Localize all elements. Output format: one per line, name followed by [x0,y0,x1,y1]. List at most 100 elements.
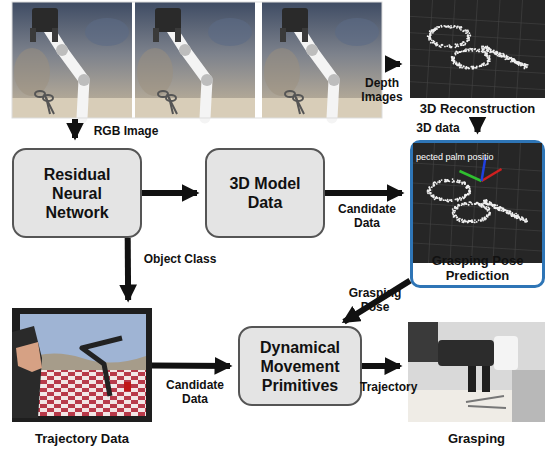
decor-shape [452,59,454,61]
decor-shape [465,194,467,196]
decor-shape [413,143,542,263]
decor-shape [430,192,432,194]
decor-shape [474,219,476,221]
decor-shape [462,30,464,32]
decor-shape [447,200,449,202]
panel-caption: Grasping Pose Prediction [413,253,542,283]
decor-shape [478,51,480,53]
decor-shape [467,34,469,36]
decor-shape [454,206,456,208]
decor-shape [456,216,458,218]
decor-shape [463,50,465,52]
decor-shape [485,64,487,66]
decor-shape [427,25,529,70]
decor-shape [480,219,482,221]
decor-shape [521,64,523,66]
decor-shape [525,64,527,66]
box-label: 3D Model Data [220,174,310,212]
decor-shape [485,202,487,204]
decor-shape [435,182,437,184]
decor-shape [524,65,526,67]
decor-shape [518,216,520,218]
decor-shape [499,207,501,209]
decor-shape [482,157,486,181]
decor-shape [524,63,526,65]
decor-shape [486,55,488,57]
decor-shape [447,26,449,28]
decor-shape [468,194,470,196]
decor-shape [472,67,474,69]
decor-shape [488,60,490,62]
decor-shape [469,34,471,36]
decor-shape [452,59,454,61]
decor-shape [459,63,461,65]
decor-shape [458,218,460,220]
decor-shape [467,67,469,69]
decor-shape [413,143,542,263]
decor-shape [488,60,490,62]
decor-shape [432,42,434,44]
decor-shape [444,181,446,183]
decor-shape [430,192,432,194]
decor-shape [454,52,456,54]
decor-shape [433,182,435,184]
decor-shape [524,219,526,221]
decor-shape [413,183,542,191]
decor-shape [461,203,463,205]
box-label: Dynamical Movement Primitives [248,338,352,395]
decor-shape [517,214,519,216]
decor-shape [433,197,435,199]
decor-shape [461,218,463,220]
decor-shape [433,185,435,187]
decor-shape [493,50,495,52]
decor-shape [488,47,490,49]
decor-shape [488,212,490,214]
decor-shape [439,181,441,183]
decor-shape [429,37,431,39]
decor-shape [455,214,457,216]
decor-shape [446,45,448,47]
decor-shape [445,179,447,181]
decor-shape [484,207,486,209]
robot-photo [135,2,255,118]
decor-shape [459,181,461,183]
decor-shape [460,29,462,31]
decor-shape [452,210,454,212]
robot-photo [262,2,382,118]
decor-shape [489,51,491,53]
decor-shape [456,44,458,46]
decor-shape [469,188,471,190]
decor-shape [450,25,452,27]
decor-shape [484,47,486,49]
process-box: 3D Model Data [205,148,325,238]
decor-shape [507,58,509,60]
decor-shape [469,220,471,222]
decor-shape [517,0,523,98]
decor-shape [485,199,487,201]
decor-shape [478,204,480,206]
decor-shape [500,210,502,212]
decor-shape [502,56,504,58]
panel-illustration [413,143,542,263]
decor-shape [459,220,461,222]
decor-shape [478,48,480,50]
decor-shape [453,216,455,218]
decor-shape [482,220,484,222]
decor-shape [452,59,454,61]
robot-photo [12,2,132,118]
decor-shape [526,66,528,68]
decor-shape [430,42,432,44]
edge-label: Candidate Data [160,378,230,406]
decor-shape [480,219,482,221]
decor-shape [452,208,454,210]
decor-shape [447,180,449,182]
box-label: Residual Neural Network [31,165,123,222]
flow-arrow [475,118,481,132]
decor-shape [453,60,455,62]
decor-shape [441,44,443,46]
decor-shape [429,189,431,191]
decor-shape [514,60,516,62]
decor-shape [428,39,430,41]
decor-shape [428,186,430,188]
